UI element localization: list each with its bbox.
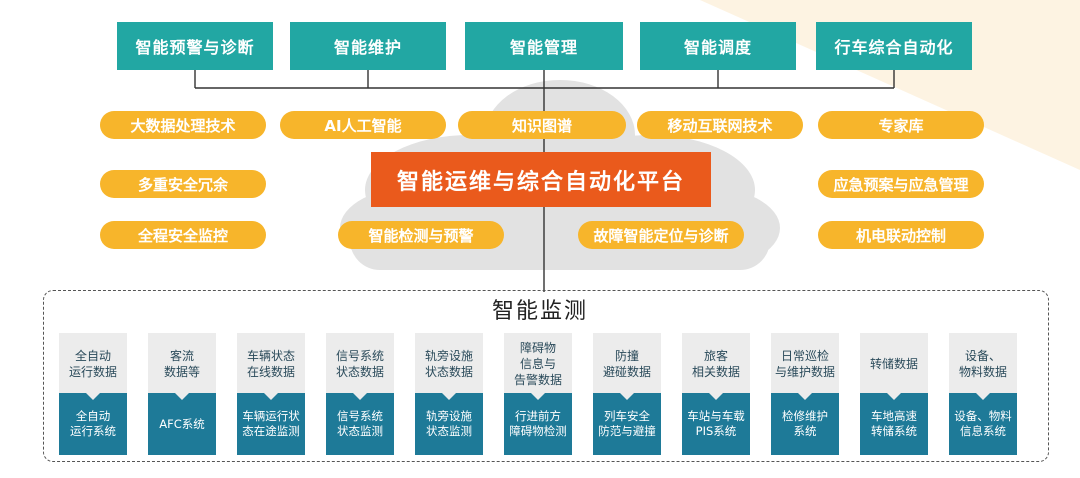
card-notch xyxy=(264,393,278,400)
card-notch xyxy=(531,393,545,400)
monitor-card: 行进前方 障碍物检测 障碍物 信息与 告警数据 xyxy=(504,333,572,455)
tech-pill-mobile-internet: 移动互联网技术 xyxy=(637,111,803,139)
monitor-card: 列车安全 防范与避撞 防撞 避碰数据 xyxy=(593,333,661,455)
pill-emergency-plan: 应急预案与应急管理 xyxy=(818,170,984,198)
card-system-label: 车辆运行状 态在途监测 xyxy=(237,393,305,455)
pill-full-safety-monitoring: 全程安全监控 xyxy=(100,221,266,249)
card-system-label: 全自动 运行系统 xyxy=(59,393,127,455)
card-data-label: 转储数据 xyxy=(869,357,918,371)
card-data-label: 客流 数据等 xyxy=(163,349,200,379)
card-system-label: 车地高速 转储系统 xyxy=(860,393,928,455)
card-data-label: 轨旁设施 状态数据 xyxy=(424,349,473,379)
top-box-warning-diagnosis: 智能预警与诊断 xyxy=(117,22,273,70)
card-notch xyxy=(442,393,456,400)
card-notch xyxy=(353,393,367,400)
card-system-label: 设备、物料 信息系统 xyxy=(949,393,1017,455)
card-data-label: 设备、 物料数据 xyxy=(958,349,1007,379)
card-system-label: 轨旁设施 状态监测 xyxy=(415,393,483,455)
pill-smart-detection-warning: 智能检测与预警 xyxy=(338,221,504,249)
card-notch xyxy=(620,393,634,400)
card-system-label: 检修维护 系统 xyxy=(771,393,839,455)
platform-title-box: 智能运维与综合自动化平台 xyxy=(371,152,711,207)
card-system-label: AFC系统 xyxy=(148,393,216,455)
monitor-card: AFC系统 客流 数据等 xyxy=(148,333,216,455)
monitor-card: 信号系统 状态监测 信号系统 状态数据 xyxy=(326,333,394,455)
card-system-label: 列车安全 防范与避撞 xyxy=(593,393,661,455)
tech-pill-expert-base: 专家库 xyxy=(818,111,984,139)
top-box-maintenance: 智能维护 xyxy=(290,22,446,70)
monitor-card: 轨旁设施 状态监测 轨旁设施 状态数据 xyxy=(415,333,483,455)
card-system-label: 车站与车载 PIS系统 xyxy=(682,393,750,455)
pill-multi-safety-redundancy: 多重安全冗余 xyxy=(100,170,266,198)
card-notch xyxy=(709,393,723,400)
monitoring-frame xyxy=(43,290,1049,462)
card-system-label: 行进前方 障碍物检测 xyxy=(504,393,572,455)
card-system-label: 信号系统 状态监测 xyxy=(326,393,394,455)
card-data-label: 车辆状态 在线数据 xyxy=(246,349,295,379)
tech-pill-ai: AI人工智能 xyxy=(280,111,446,139)
tech-pill-knowledge-graph: 知识图谱 xyxy=(458,111,626,139)
pill-fault-location-diagnosis: 故障智能定位与诊断 xyxy=(578,221,744,249)
card-notch xyxy=(175,393,189,400)
card-data-label: 全自动 运行数据 xyxy=(68,349,117,379)
top-box-auto-operation: 行车综合自动化 xyxy=(816,22,972,70)
monitor-card: 车辆运行状 态在途监测 车辆状态 在线数据 xyxy=(237,333,305,455)
card-notch xyxy=(798,393,812,400)
card-data-label: 信号系统 状态数据 xyxy=(335,349,384,379)
monitor-card: 全自动 运行系统 全自动 运行数据 xyxy=(59,333,127,455)
card-data-label: 防撞 避碰数据 xyxy=(602,349,651,379)
card-data-label: 日常巡检 与维护数据 xyxy=(774,349,835,379)
pill-electromechanical-control: 机电联动控制 xyxy=(818,221,984,249)
card-notch xyxy=(86,393,100,400)
card-data-label: 旅客 相关数据 xyxy=(691,349,740,379)
tech-pill-big-data: 大数据处理技术 xyxy=(100,111,266,139)
card-data-label: 障碍物 信息与 告警数据 xyxy=(513,341,562,387)
monitor-card: 车站与车载 PIS系统 旅客 相关数据 xyxy=(682,333,750,455)
card-notch xyxy=(887,393,901,400)
monitor-card: 车地高速 转储系统 转储数据 xyxy=(860,333,928,455)
monitor-card: 检修维护 系统 日常巡检 与维护数据 xyxy=(771,333,839,455)
card-notch xyxy=(976,393,990,400)
monitoring-title: 智能监测 xyxy=(445,294,635,324)
connector-lines xyxy=(194,70,895,292)
monitor-card: 设备、物料 信息系统 设备、 物料数据 xyxy=(949,333,1017,455)
top-box-dispatch: 智能调度 xyxy=(640,22,796,70)
top-box-management: 智能管理 xyxy=(465,22,623,70)
